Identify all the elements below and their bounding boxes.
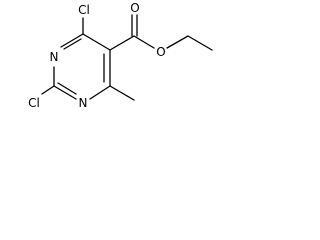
bond-ch2-ch3 — [187, 35, 213, 51]
bond-c5-c4 — [82, 33, 111, 51]
bond-o-ch2 — [166, 35, 189, 49]
atom-cl-bottom: Cl — [28, 96, 40, 110]
atom-o-ester: O — [156, 45, 165, 59]
bond-carbonyl-o-ester — [133, 35, 155, 49]
bond-c2-n1 — [53, 85, 77, 100]
bond-n1-c6 — [89, 85, 111, 100]
bond-c4-n3 — [60, 33, 84, 48]
atom-n-upper: N — [50, 50, 59, 64]
bond-c6-methyl — [109, 85, 135, 101]
bond-c2-n1-inner — [57, 82, 77, 95]
bond-c2-cl — [41, 85, 55, 95]
atom-o-carbonyl: O — [130, 1, 139, 15]
chemical-structure: Cl N N Cl O O — [28, 1, 213, 110]
bond-c4-n3-inner — [63, 38, 82, 50]
bond-c5-carbonyl — [109, 35, 135, 51]
atom-n-lower: N — [79, 96, 88, 110]
atom-cl-top: Cl — [78, 3, 90, 17]
